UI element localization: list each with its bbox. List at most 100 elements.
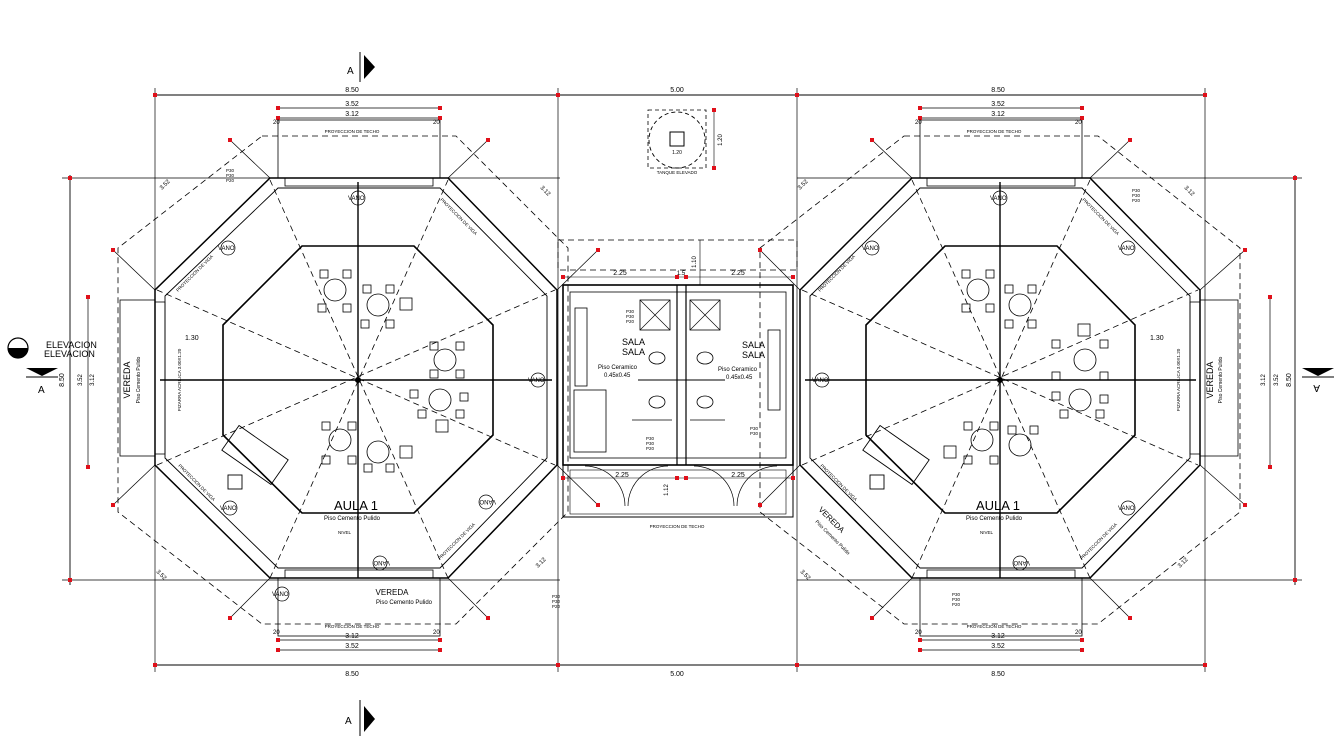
left-side-dim-outer: 3.52	[78, 374, 84, 386]
right-diag-dim-d: 3.12	[1177, 556, 1190, 569]
bath-left-name-2: SALA	[622, 347, 645, 357]
left-side-dim: 1.30	[185, 335, 199, 342]
left-vano-se: VANO	[479, 498, 496, 504]
bath-left-name: SALA	[622, 337, 645, 347]
bath-right-name-2: SALA	[742, 350, 765, 360]
right-top-dim-inner: 3.12	[991, 111, 1005, 118]
right-vano-nw: VANO	[862, 246, 879, 252]
right-diag-dim-a: 3.52	[797, 178, 810, 191]
left-code-1: P30	[226, 168, 235, 173]
dim-middle-width: 5.00	[670, 87, 684, 94]
bath-dim-top-left: 2.25	[613, 270, 627, 277]
section-label-bottom: A	[345, 716, 352, 727]
left-top-dim-inner: 3.12	[345, 111, 359, 118]
section-mark-top	[359, 52, 375, 82]
dim-left-width-bottom: 8.50	[345, 671, 359, 678]
right-board-label: PIZARRA ACRILICA 3.00X1.20	[1176, 348, 1181, 411]
overall-dimensions	[62, 88, 1302, 672]
right-code-5: P30	[952, 597, 961, 602]
bathroom-block	[557, 239, 798, 518]
section-mark-right	[1302, 368, 1334, 378]
right-vano-ne: VANO	[1118, 246, 1135, 252]
left-diag-dim-b: 3.12	[539, 185, 552, 198]
bath-right-floor: Piso Ceramico	[718, 367, 758, 373]
tank-dim-h: 1.20	[718, 134, 724, 146]
dim-height-right: 8.50	[1286, 373, 1293, 387]
bath-roof-label: PROYECCION DE TECHO	[650, 524, 705, 529]
right-classroom-level: NIVEL	[980, 530, 994, 535]
right-top-wall-r: 20	[1075, 120, 1082, 126]
left-bottom-dim-inner: 3.12	[345, 633, 359, 640]
left-side-dim-inner: 3.12	[90, 374, 96, 386]
bath-left-floor: Piso Ceramico	[598, 365, 638, 371]
right-top-roof-label: PROYECCION DE TECHO	[967, 129, 1022, 134]
bath-code-8: P20	[646, 446, 655, 451]
bath-code-1: P30	[626, 309, 635, 314]
left-code-2: P30	[226, 173, 235, 178]
dim-height-left: 8.50	[59, 373, 66, 387]
right-code-1: P30	[1132, 188, 1141, 193]
bath-code-2: P30	[626, 314, 635, 319]
elevation-label-1: ELEVACION	[46, 340, 97, 350]
left-classroom-level: NIVEL	[338, 530, 352, 535]
right-diag-dim-b: 3.12	[1183, 185, 1196, 198]
right-classroom-structure	[758, 106, 1272, 652]
left-classroom-furniture	[221, 269, 469, 490]
bath-code-6: P30	[646, 436, 655, 441]
left-vano-bottom: VANO	[373, 559, 390, 565]
bath-code-7: P30	[646, 441, 655, 446]
bath-dim-bot-right: 2.25	[731, 472, 745, 479]
right-bottom-roof-label: PROYECCION DE TECHO	[967, 624, 1022, 629]
right-side-dim-outer: 3.52	[1274, 374, 1280, 386]
right-bottom-wall-l: 20	[915, 630, 922, 636]
right-classroom-furniture	[862, 269, 1109, 490]
elevation-label-2: ELEVACION	[44, 349, 95, 359]
right-beam-label-sw: PROYECCION DE VIGA	[819, 463, 858, 502]
right-top-dim-outer: 3.52	[991, 101, 1005, 108]
bath-dim-bot-left: 2.25	[615, 472, 629, 479]
bath-dim-top-mid: 1.5	[677, 271, 686, 277]
section-mark-left	[7, 337, 58, 378]
right-vano-bottom: VANO	[1013, 559, 1030, 565]
dim-left-width: 8.50	[345, 87, 359, 94]
left-vano-top: VANO	[348, 196, 365, 202]
left-bottom-roof-label: PROYECCION DE TECHO	[325, 624, 380, 629]
left-vereda-vertical: VEREDA	[122, 361, 132, 398]
right-code-4: P30	[952, 592, 961, 597]
bath-left-tile: 0.45x0.45	[604, 373, 631, 379]
left-window-markers	[220, 190, 546, 602]
right-classroom-floor: Piso Cemento Pulido	[966, 516, 1023, 522]
left-classroom-floor: Piso Cemento Pulido	[324, 516, 381, 522]
right-side-dim: 1.30	[1150, 335, 1164, 342]
left-beam-label-nw: PROYECCION DE VIGA	[175, 254, 214, 293]
bath-dim-vert: 1.10	[692, 256, 698, 268]
tank-dim-w: 1.20	[672, 150, 682, 156]
right-vano-w: VANO	[812, 378, 829, 384]
left-vano-bl: VANO	[272, 592, 289, 598]
section-mark-bottom	[359, 700, 375, 736]
right-bottom-dim-outer: 3.52	[991, 643, 1005, 650]
right-beam-label-nw: PROYECCION DE VIGA	[817, 254, 856, 293]
left-top-dim-outer: 3.52	[345, 101, 359, 108]
right-window-markers	[814, 190, 1136, 571]
dim-middle-width-bottom: 5.00	[670, 671, 684, 678]
right-vano-top: VANO	[990, 196, 1007, 202]
left-bottom-wall-l: 20	[273, 630, 280, 636]
dim-right-width: 8.50	[991, 87, 1005, 94]
left-diag-dim-d: 3.12	[535, 556, 548, 569]
left-classroom-structure	[86, 106, 600, 652]
right-top-wall-l: 20	[915, 120, 922, 126]
bath-right-name: SALA	[742, 340, 765, 350]
left-top-wall-l: 20	[273, 120, 280, 126]
left-classroom-name: AULA 1	[334, 498, 378, 513]
left-board-label: PIZARRA ACRILICA 3.00X1.20	[177, 348, 182, 411]
bath-code-10: P30	[552, 599, 561, 604]
right-classroom-name: AULA 1	[976, 498, 1020, 513]
right-vereda-vertical-floor: Piso Cemento Pulido	[1218, 356, 1224, 403]
left-code-3: P20	[226, 178, 235, 183]
left-bottom-wall-r: 20	[433, 630, 440, 636]
bath-right-tile: 0.45x0.45	[726, 375, 753, 381]
section-label-top: A	[347, 66, 354, 77]
right-code-6: P20	[952, 602, 961, 607]
left-vano-sw: VANO	[220, 506, 237, 512]
